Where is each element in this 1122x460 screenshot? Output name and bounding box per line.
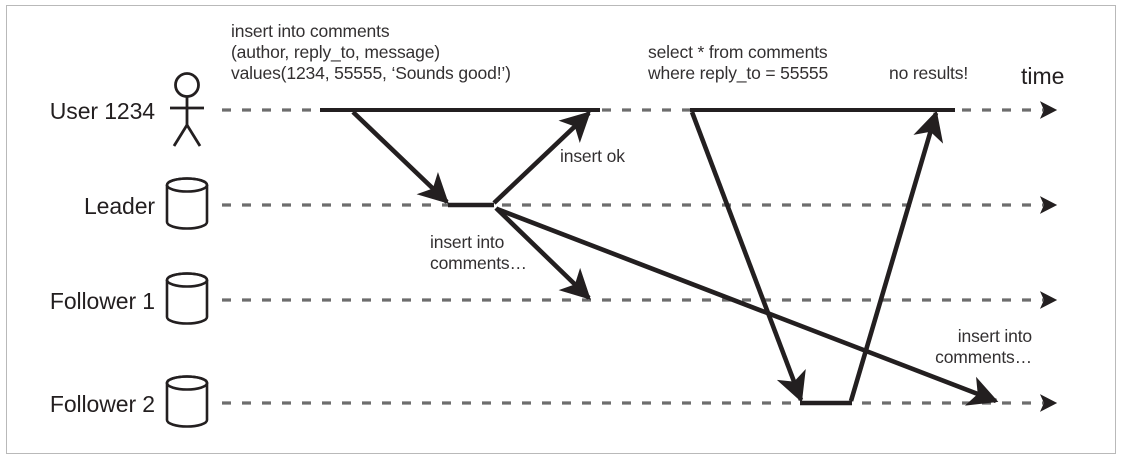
note-insert-ok: insert ok — [560, 146, 625, 166]
note-replicate-to-follower1-line1: insert into — [430, 232, 505, 252]
database-cylinder-icon-leader — [165, 177, 209, 230]
message-follower2-to-user-no-results — [848, 110, 944, 402]
actor-label-follower1: Follower 1 — [49, 288, 155, 314]
stick-figure-icon — [170, 72, 204, 147]
note-replicate-to-follower2-line2: comments… — [935, 347, 1032, 367]
note-select-statement-line2: where reply_to = 55555 — [648, 63, 829, 83]
note-insert-statement-line1: insert into comments — [231, 21, 390, 41]
actor-label-leader: Leader — [83, 193, 155, 219]
database-cylinder-icon-follower2 — [165, 375, 209, 428]
note-replicate-to-follower2-line1: insert into — [957, 326, 1032, 346]
note-no-results: no results! — [889, 63, 969, 83]
message-leader-to-user-insert-ok — [492, 111, 591, 205]
time-axis-label: time — [1021, 63, 1065, 89]
note-replicate-to-follower1-line2: comments… — [430, 253, 527, 273]
database-cylinder-icon-follower1 — [165, 272, 209, 325]
actor-label-user: User 1234 — [49, 98, 155, 124]
message-user-to-leader-insert — [351, 110, 449, 204]
message-leader-to-follower1-replicate — [494, 206, 591, 300]
message-leader-to-follower2-replicate — [496, 206, 999, 406]
message-user-to-follower2-select — [689, 111, 806, 403]
note-insert-statement-line3: values(1234, 55555, ‘Sounds good!’) — [231, 63, 511, 83]
note-insert-statement-line2: (author, reply_to, message) — [231, 42, 440, 62]
actor-label-follower2: Follower 2 — [49, 391, 155, 417]
note-select-statement-line1: select * from comments — [648, 42, 828, 62]
